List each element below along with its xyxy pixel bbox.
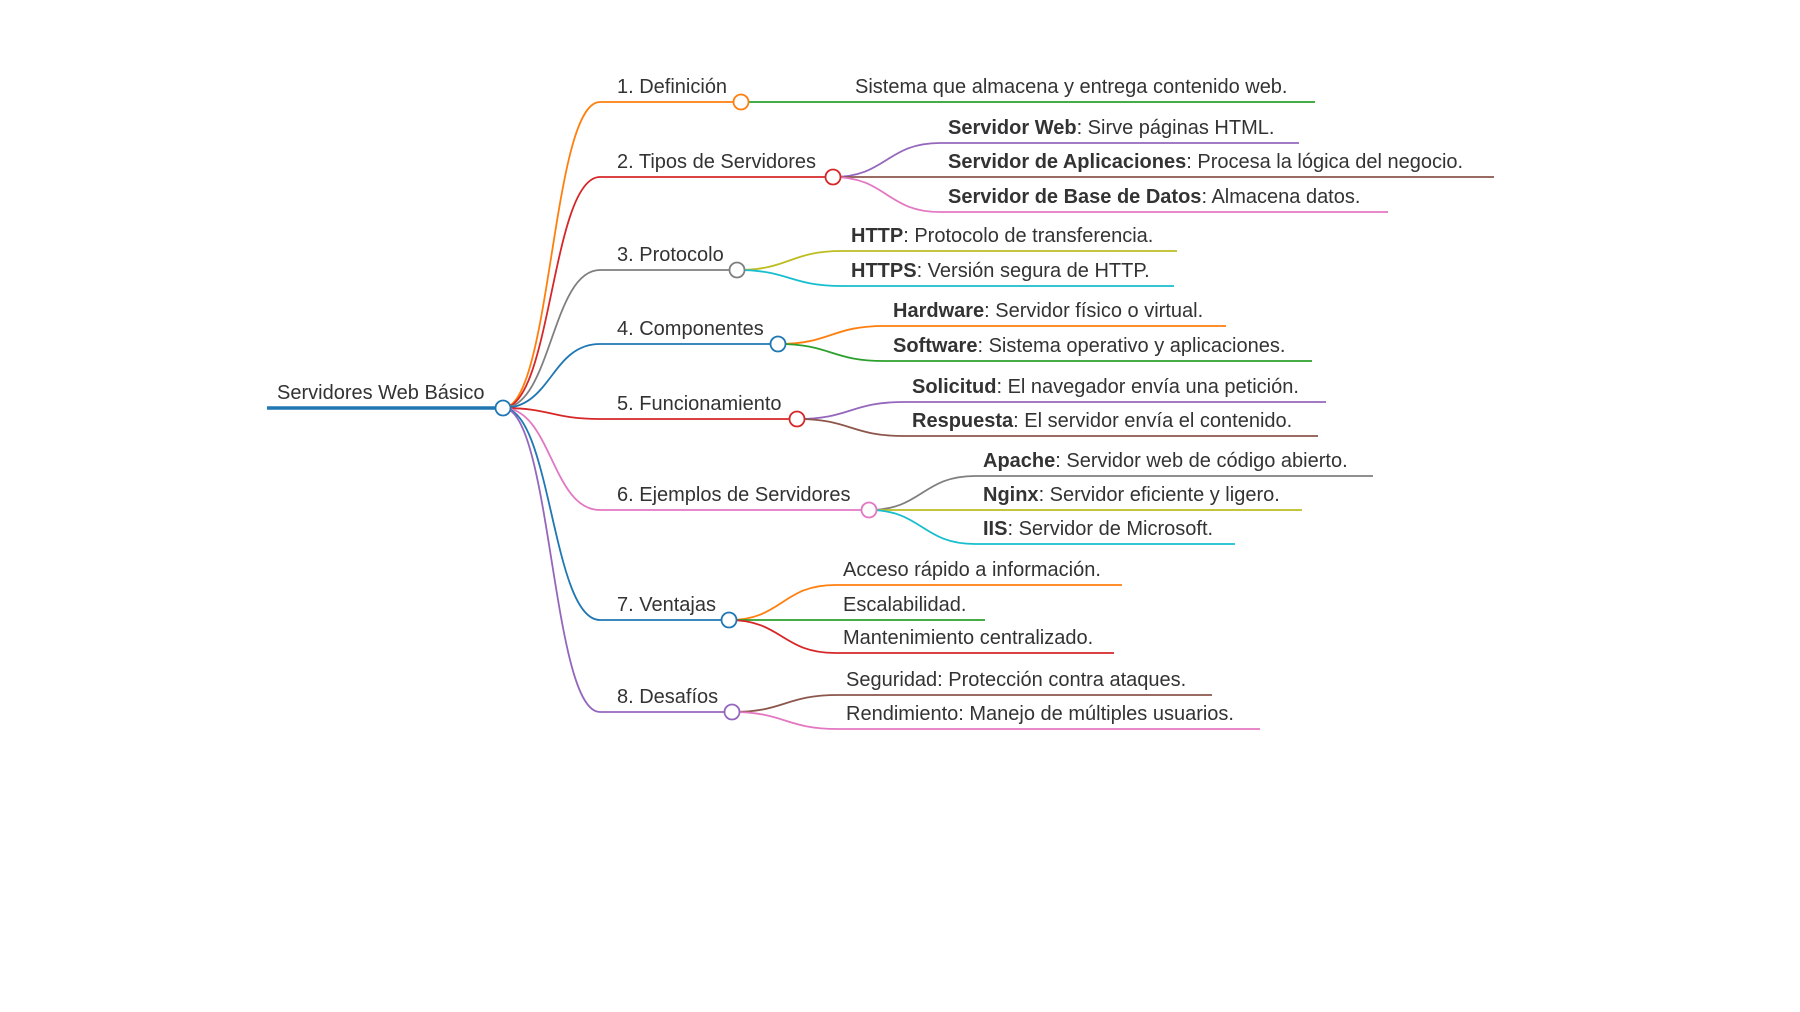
- leaf-strong-6-1: Apache: [983, 450, 1055, 472]
- leaf-link-8-1: [731, 694, 839, 713]
- leaf-label-6-1: Apache: Servidor web de código abierto.: [983, 450, 1348, 472]
- leaf-text-6-2: : Servidor eficiente y ligero.: [1039, 484, 1280, 506]
- leaf-strong-5-2: Respuesta: [912, 410, 1014, 432]
- leaf-label-6-3: IIS: Servidor de Microsoft.: [983, 518, 1213, 540]
- branch-link-5: [502, 407, 601, 420]
- branch-link-6: [502, 407, 601, 511]
- branch-label-2: 2. Tipos de Servidores: [617, 151, 816, 173]
- leaf-text-7-2: Escalabilidad.: [843, 594, 966, 616]
- leaf-label-1-1: Sistema que almacena y entrega contenido…: [855, 76, 1288, 98]
- leaf-link-7-3: [728, 619, 836, 654]
- leaf-label-8-1: Seguridad: Protección contra ataques.: [846, 669, 1186, 691]
- leaf-text-2-1: : Sirve páginas HTML.: [1077, 117, 1275, 139]
- leaf-text-6-1: : Servidor web de código abierto.: [1055, 450, 1347, 472]
- leaf-link-3-2: [736, 269, 843, 287]
- leaf-label-5-1: Solicitud: El navegador envía una petici…: [912, 376, 1299, 398]
- branch-toggle-3[interactable]: [728, 261, 746, 279]
- underlines-layer: [267, 101, 1494, 730]
- labels-layer: Servidores Web Básico 1. Definición Sistem…: [277, 76, 1463, 725]
- branch-link-3: [502, 269, 601, 409]
- leaf-label-7-2: Escalabilidad.: [843, 594, 966, 616]
- leaf-text-8-1: Seguridad: Protección contra ataques.: [846, 669, 1186, 691]
- leaf-text-2-2: : Procesa la lógica del negocio.: [1186, 151, 1463, 173]
- leaf-link-2-1: [832, 142, 941, 178]
- leaf-strong-3-1: HTTP: [851, 225, 903, 247]
- leaf-link-5-2: [796, 418, 905, 437]
- branch-label-3: 3. Protocolo: [617, 244, 724, 266]
- leaf-link-7-1: [728, 584, 836, 621]
- leaf-text-4-1: : Servidor físico o virtual.: [984, 300, 1203, 322]
- branch-label-5: 5. Funcionamiento: [617, 393, 782, 415]
- leaf-label-4-1: Hardware: Servidor físico o virtual.: [893, 300, 1203, 322]
- root-toggle[interactable]: [494, 399, 512, 417]
- branch-link-2: [502, 176, 601, 409]
- branch-toggle-4[interactable]: [769, 335, 787, 353]
- leaf-text-4-2: : Sistema operativo y aplicaciones.: [977, 335, 1285, 357]
- leaf-label-4-2: Software: Sistema operativo y aplicacion…: [893, 335, 1285, 357]
- leaf-strong-6-2: Nginx: [983, 484, 1039, 506]
- leaf-link-2-3: [832, 176, 941, 213]
- leaf-text-5-1: : El navegador envía una petición.: [996, 376, 1298, 398]
- leaf-link-6-1: [868, 475, 976, 511]
- branch-label-7: 7. Ventajas: [617, 594, 716, 616]
- leaf-text-3-1: : Protocolo de transferencia.: [903, 225, 1153, 247]
- branch-toggle-8[interactable]: [723, 703, 741, 721]
- leaf-label-2-2: Servidor de Aplicaciones: Procesa la lóg…: [948, 151, 1463, 173]
- leaf-link-4-1: [777, 325, 885, 345]
- leaf-label-6-2: Nginx: Servidor eficiente y ligero.: [983, 484, 1280, 506]
- branch-toggle-2[interactable]: [824, 168, 842, 186]
- leaf-text-7-3: Mantenimiento centralizado.: [843, 627, 1093, 649]
- leaf-label-5-2: Respuesta: El servidor envía el contenid…: [912, 410, 1292, 432]
- leaf-label-7-1: Acceso rápido a información.: [843, 559, 1101, 581]
- leaf-label-8-2: Rendimiento: Manejo de múltiples usuario…: [846, 703, 1234, 725]
- leaf-text-8-2: Rendimiento: Manejo de múltiples usuario…: [846, 703, 1234, 725]
- leaf-label-2-1: Servidor Web: Sirve páginas HTML.: [948, 117, 1274, 139]
- branch-toggle-1[interactable]: [732, 93, 750, 111]
- branch-label-1: 1. Definición: [617, 76, 727, 98]
- leaf-label-3-2: HTTPS: Versión segura de HTTP.: [851, 260, 1150, 282]
- branch-label-8: 8. Desafíos: [617, 686, 718, 708]
- leaf-strong-5-1: Solicitud: [912, 376, 996, 398]
- branch-label-6: 6. Ejemplos de Servidores: [617, 484, 850, 506]
- leaf-strong-4-2: Software: [893, 335, 977, 357]
- leaf-strong-6-3: IIS: [983, 518, 1007, 540]
- leaf-strong-2-1: Servidor Web: [948, 117, 1077, 139]
- nodes-layer: [494, 93, 878, 721]
- root-label: Servidores Web Básico: [277, 382, 485, 404]
- leaf-link-5-1: [796, 401, 905, 420]
- leaf-link-4-2: [777, 343, 885, 362]
- branch-toggle-7[interactable]: [720, 611, 738, 629]
- branch-link-8: [502, 407, 601, 713]
- branch-link-7: [502, 407, 601, 621]
- leaf-text-6-3: : Servidor de Microsoft.: [1007, 518, 1213, 540]
- branch-link-1: [502, 101, 601, 409]
- leaf-label-7-3: Mantenimiento centralizado.: [843, 627, 1093, 649]
- leaf-link-8-2: [731, 711, 839, 730]
- leaf-text-7-1: Acceso rápido a información.: [843, 559, 1101, 581]
- leaf-strong-3-2: HTTPS: [851, 260, 917, 282]
- leaf-text-3-2: : Versión segura de HTTP.: [917, 260, 1150, 282]
- leaf-text-2-3: : Almacena datos.: [1201, 186, 1360, 208]
- branch-link-4: [502, 343, 601, 409]
- branch-toggle-5[interactable]: [788, 410, 806, 428]
- leaf-strong-4-1: Hardware: [893, 300, 984, 322]
- leaf-label-3-1: HTTP: Protocolo de transferencia.: [851, 225, 1153, 247]
- branch-label-4: 4. Componentes: [617, 318, 764, 340]
- leaf-strong-2-2: Servidor de Aplicaciones: [948, 151, 1186, 173]
- branch-toggle-6[interactable]: [860, 501, 878, 519]
- leaf-strong-2-3: Servidor de Base de Datos: [948, 186, 1201, 208]
- leaf-text-5-2: : El servidor envía el contenido.: [1013, 410, 1292, 432]
- leaf-text-1-1: Sistema que almacena y entrega contenido…: [855, 76, 1288, 98]
- links-layer: [502, 101, 976, 730]
- leaf-link-6-3: [868, 509, 976, 545]
- leaf-label-2-3: Servidor de Base de Datos: Almacena dato…: [948, 186, 1360, 208]
- leaf-link-3-1: [736, 250, 843, 271]
